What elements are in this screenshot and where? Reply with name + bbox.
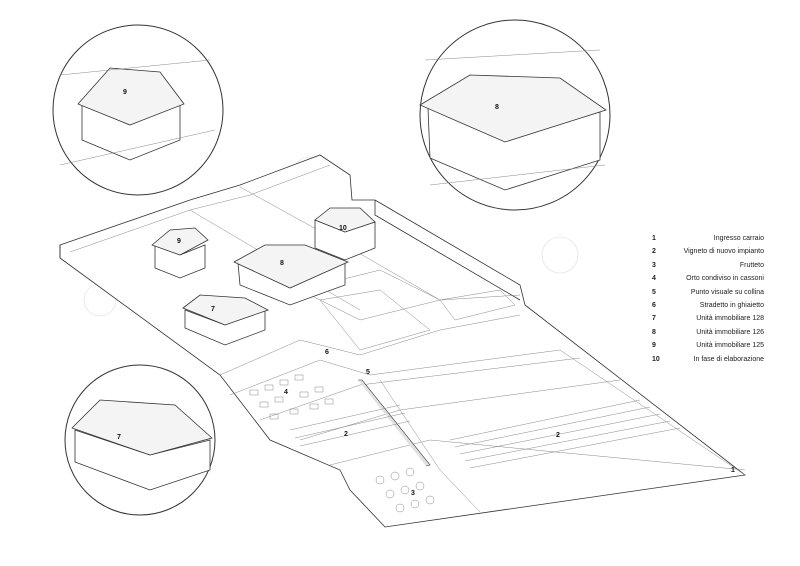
legend-number: 6 xyxy=(652,301,656,309)
legend-item: 1 Ingresso carraio xyxy=(652,232,764,245)
legend-text: Ingresso carraio xyxy=(713,235,764,242)
label-ingresso: 1 xyxy=(731,467,735,474)
building-7 xyxy=(182,294,270,346)
legend-item: 6 Stradetto in ghiaietto xyxy=(652,299,764,312)
label-unit-10: 10 xyxy=(339,225,347,232)
label-unit-7: 7 xyxy=(211,306,215,313)
detail-circle-7 xyxy=(64,364,216,516)
building-8 xyxy=(233,244,350,306)
label-detail-9: 9 xyxy=(123,89,127,96)
legend-item: 9 Unità immobiliare 125 xyxy=(652,339,764,352)
legend-number: 3 xyxy=(652,261,656,269)
legend-number: 5 xyxy=(652,288,656,296)
legend-item: 4 Orto condiviso in cassoni xyxy=(652,272,764,285)
label-unit-8: 8 xyxy=(280,260,284,267)
legend-item: 7 Unità immobiliare 128 xyxy=(652,312,764,325)
legend-text: Orto condiviso in cassoni xyxy=(686,275,764,283)
legend-number: 9 xyxy=(652,342,656,350)
label-unit-9: 9 xyxy=(177,238,181,245)
legend-text: Punto visuale su collina xyxy=(690,288,764,296)
label-vigneto-right: 2 xyxy=(556,432,560,439)
legend-item: 3 Frutteto xyxy=(652,259,764,272)
legend-text: Unità immobiliare 125 xyxy=(696,342,764,350)
legend-number: 4 xyxy=(652,275,656,283)
legend-number: 7 xyxy=(652,315,656,323)
site-labels: 9 10 8 7 6 5 4 2 2 3 1 9 8 7 xyxy=(117,89,735,497)
label-punto-visuale: 5 xyxy=(366,369,370,376)
label-frutteto: 3 xyxy=(411,490,415,497)
building-10 xyxy=(314,207,376,261)
legend-text: Frutteto xyxy=(739,261,764,269)
legend-item: 5 Punto visuale su collina xyxy=(652,286,764,299)
label-detail-7: 7 xyxy=(117,434,121,441)
legend-number: 10 xyxy=(652,355,660,363)
legend-number: 1 xyxy=(652,235,656,242)
detail-circle-8 xyxy=(419,19,611,211)
label-detail-8: 8 xyxy=(495,104,499,111)
legend: 1 Ingresso carraio 2 Vigneto di nuovo impia… xyxy=(652,232,764,366)
building-9 xyxy=(151,227,209,279)
label-orto: 4 xyxy=(284,389,288,396)
legend-text: In fase di elaborazione xyxy=(693,355,764,363)
label-vigneto-left: 2 xyxy=(344,431,348,438)
detail-circle-9 xyxy=(52,24,224,196)
legend-text: Stradetto in ghiaietto xyxy=(699,301,764,309)
legend-item: 10 In fase di elaborazione xyxy=(652,353,764,366)
legend-number: 8 xyxy=(652,328,656,336)
legend-item: 2 Vigneto di nuovo impianto xyxy=(652,245,764,258)
legend-item: 8 Unità immobiliare 126 xyxy=(652,326,764,339)
legend-text: Vigneto di nuovo impianto xyxy=(683,248,764,256)
label-stradetto: 6 xyxy=(325,349,329,356)
legend-text: Unità immobiliare 126 xyxy=(696,328,764,336)
legend-text: Unità immobiliare 128 xyxy=(696,315,764,323)
site-outline xyxy=(59,154,746,528)
legend-number: 2 xyxy=(652,248,656,256)
